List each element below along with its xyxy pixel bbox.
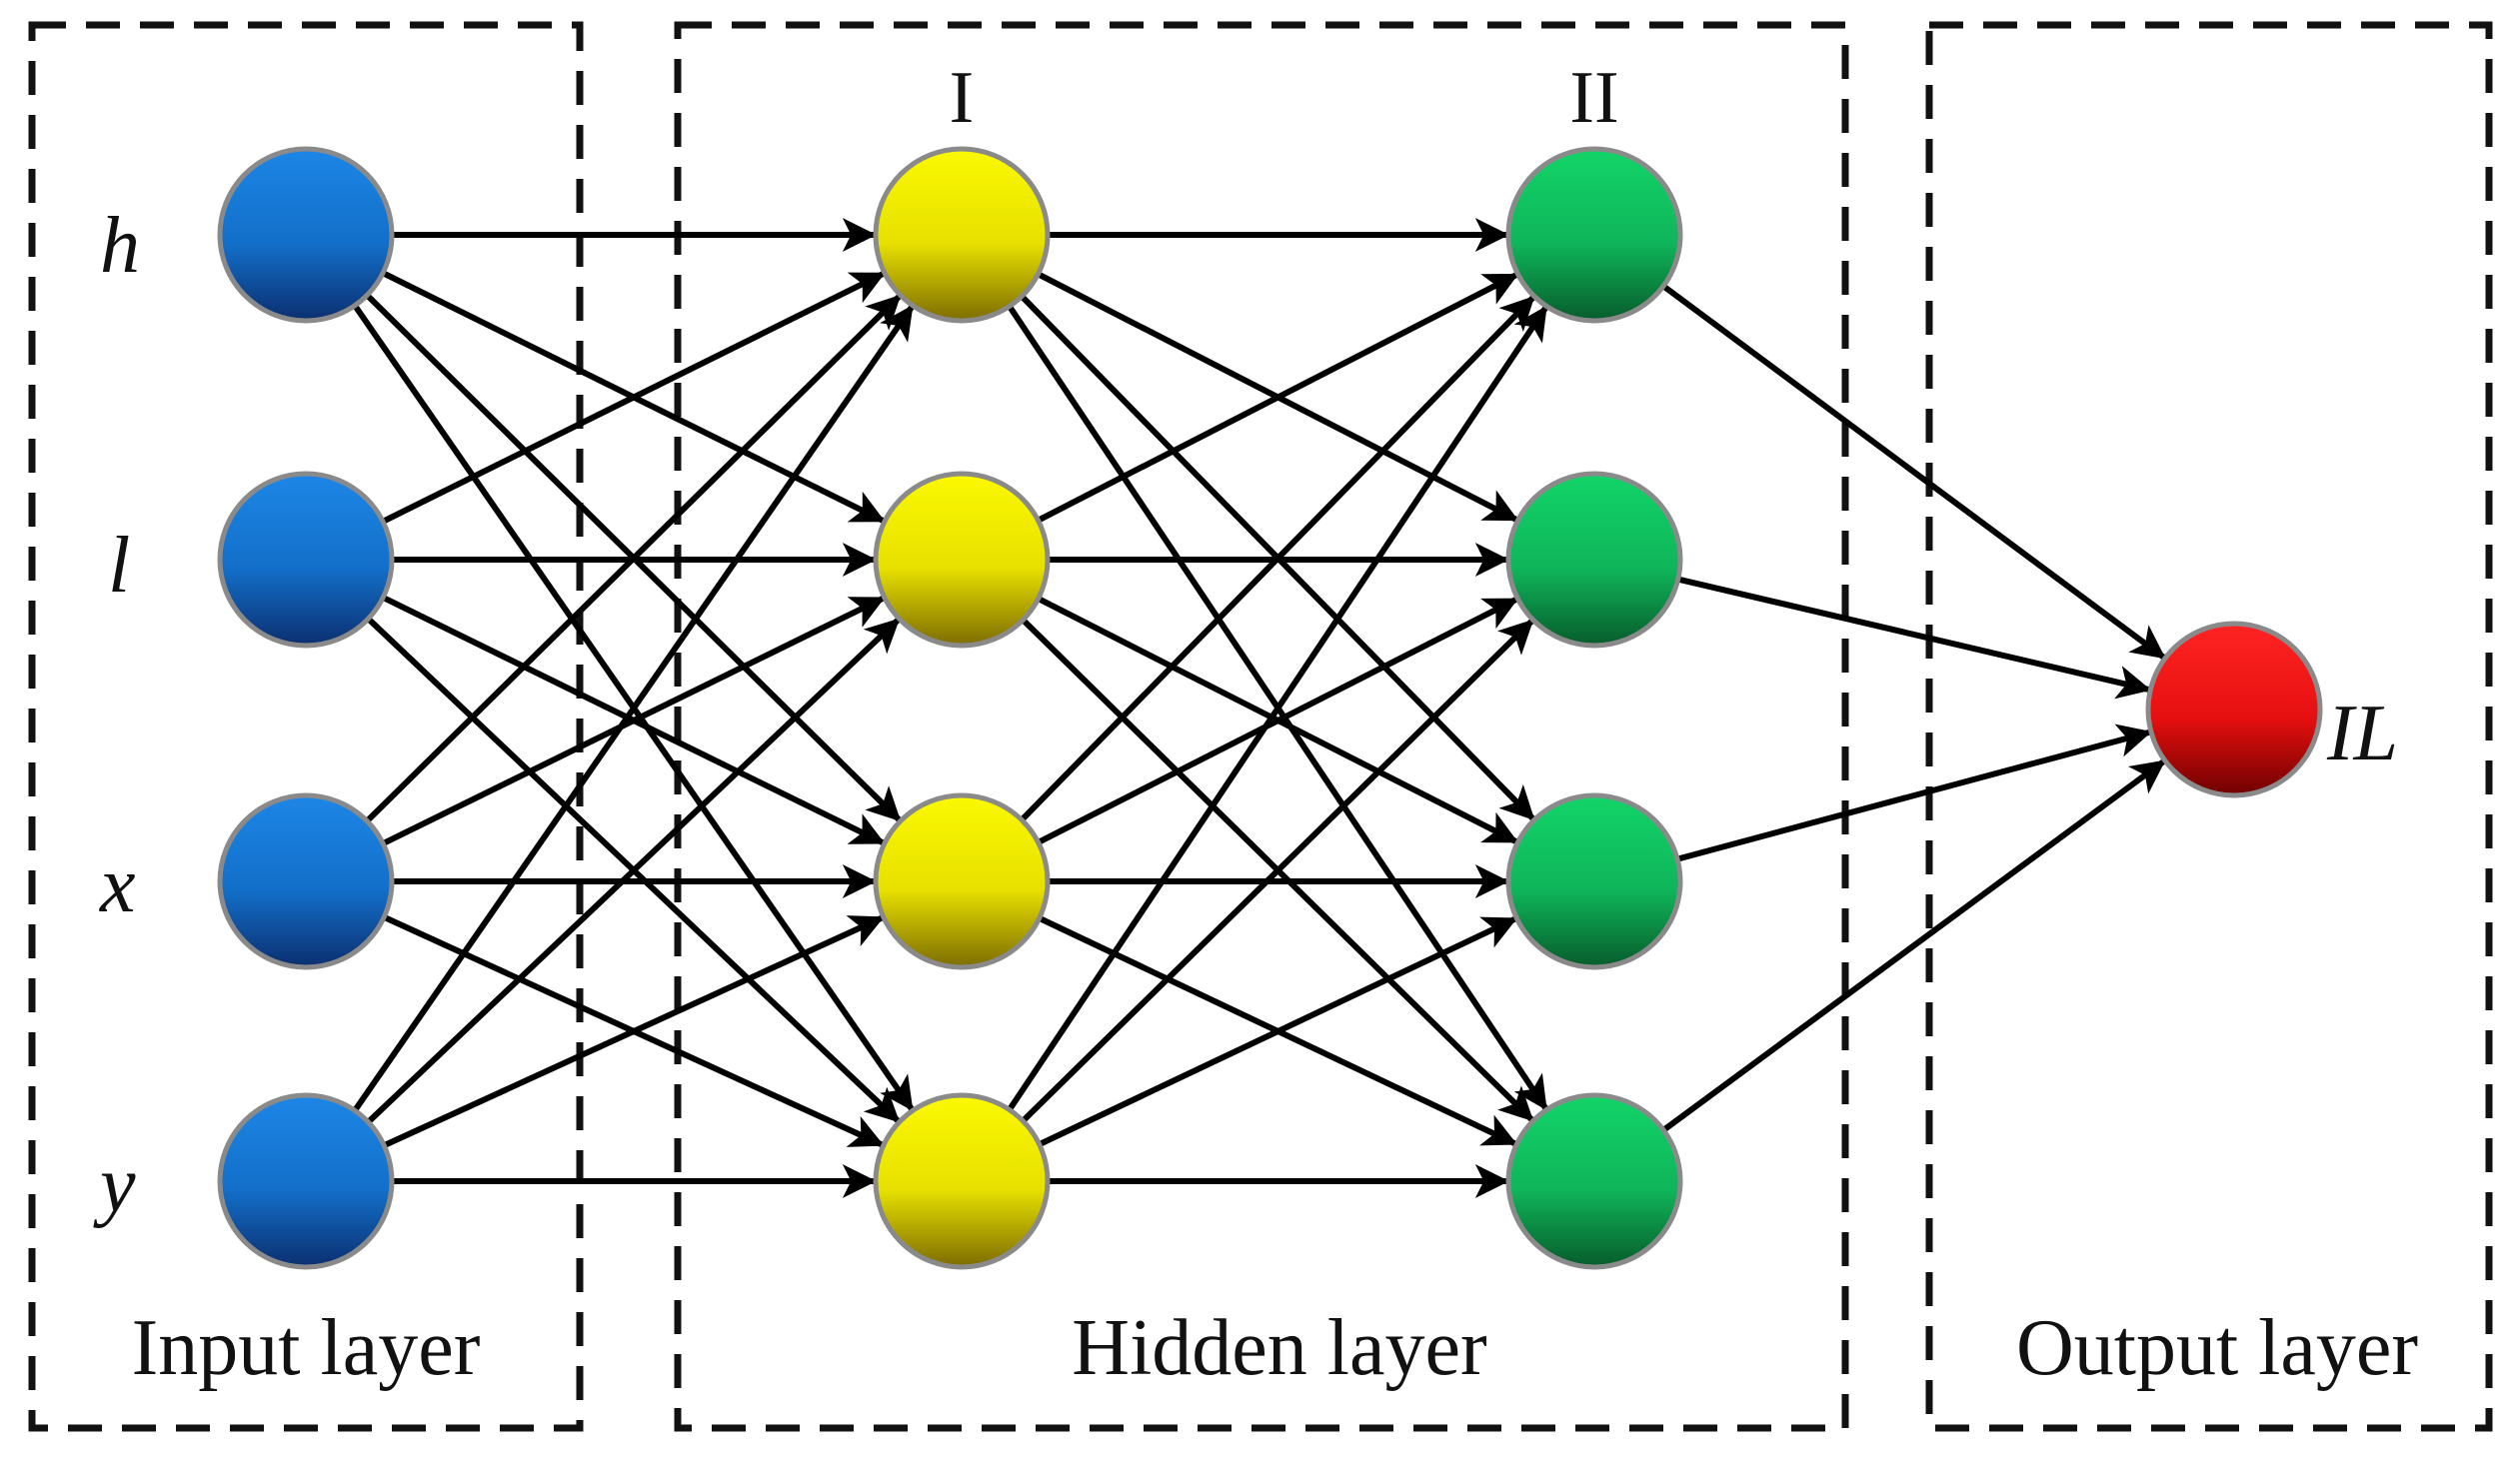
input-label-l: l [108, 522, 130, 610]
input-label-y: y [93, 1141, 136, 1229]
hidden2-node-1 [1505, 471, 1683, 649]
output-layer-box [1925, 21, 2493, 1432]
edge-hidden1-node-3-to-hidden2-node-2 [1034, 915, 1518, 1149]
edge-hidden1-node-2-to-hidden2-node-0 [1017, 295, 1535, 825]
output-node-0 [2145, 621, 2323, 798]
input-label-x: x [99, 841, 136, 929]
edge-input-node-2-to-hidden1-node-0 [362, 294, 902, 826]
hidden1-node-1 [873, 471, 1051, 649]
input-label-h: h [100, 202, 140, 290]
edge-hidden2-node-3-to-output-node-0 [1658, 758, 2166, 1135]
input-node-0 [217, 146, 395, 324]
output-label-IL: IL [2326, 690, 2398, 777]
edge-hidden2-node-2-to-output-node-0 [1672, 724, 2152, 863]
hidden1-node-0 [873, 146, 1051, 324]
edge-hidden1-node-2-to-hidden2-node-1 [1033, 597, 1519, 847]
network-labels: h l x y I II IL Input layer Hidden layer… [93, 57, 2418, 1392]
input-layer-box [28, 21, 584, 1432]
connection-lines [350, 218, 2166, 1198]
hidden-layer-label: Hidden layer [1072, 1304, 1486, 1392]
hidden2-node-3 [1505, 1092, 1683, 1270]
hidden2-node-2 [1505, 792, 1683, 970]
input-node-1 [217, 471, 395, 649]
edge-input-node-1-to-hidden1-node-0 [378, 271, 886, 527]
edge-hidden2-node-0-to-output-node-0 [1658, 281, 2166, 660]
input-layer-label: Input layer [132, 1304, 481, 1392]
edge-input-node-2-to-hidden1-node-1 [378, 596, 886, 848]
input-node-2 [217, 792, 395, 970]
hidden-layer-box [674, 21, 1849, 1432]
edge-hidden1-node-1-to-hidden2-node-0 [1033, 272, 1519, 526]
edge-hidden1-node-3-to-hidden2-node-1 [1018, 619, 1534, 1126]
output-layer-label: Output layer [2016, 1304, 2418, 1392]
hidden-sublayer-label-I: I [950, 57, 975, 139]
input-node-3 [217, 1092, 395, 1270]
edge-hidden2-node-1-to-output-node-0 [1673, 575, 2152, 700]
edge-input-node-3-to-hidden1-node-1 [363, 618, 901, 1127]
hidden1-node-2 [873, 792, 1051, 970]
edge-input-node-3-to-hidden1-node-2 [379, 914, 885, 1150]
edge-hidden1-node-3-to-hidden2-node-0 [1005, 305, 1548, 1115]
hidden1-node-3 [873, 1092, 1051, 1270]
hidden2-node-0 [1505, 146, 1683, 324]
network-nodes [217, 146, 2323, 1270]
hidden-sublayer-label-II: II [1569, 57, 1618, 139]
edge-input-node-3-to-hidden1-node-0 [350, 305, 915, 1116]
